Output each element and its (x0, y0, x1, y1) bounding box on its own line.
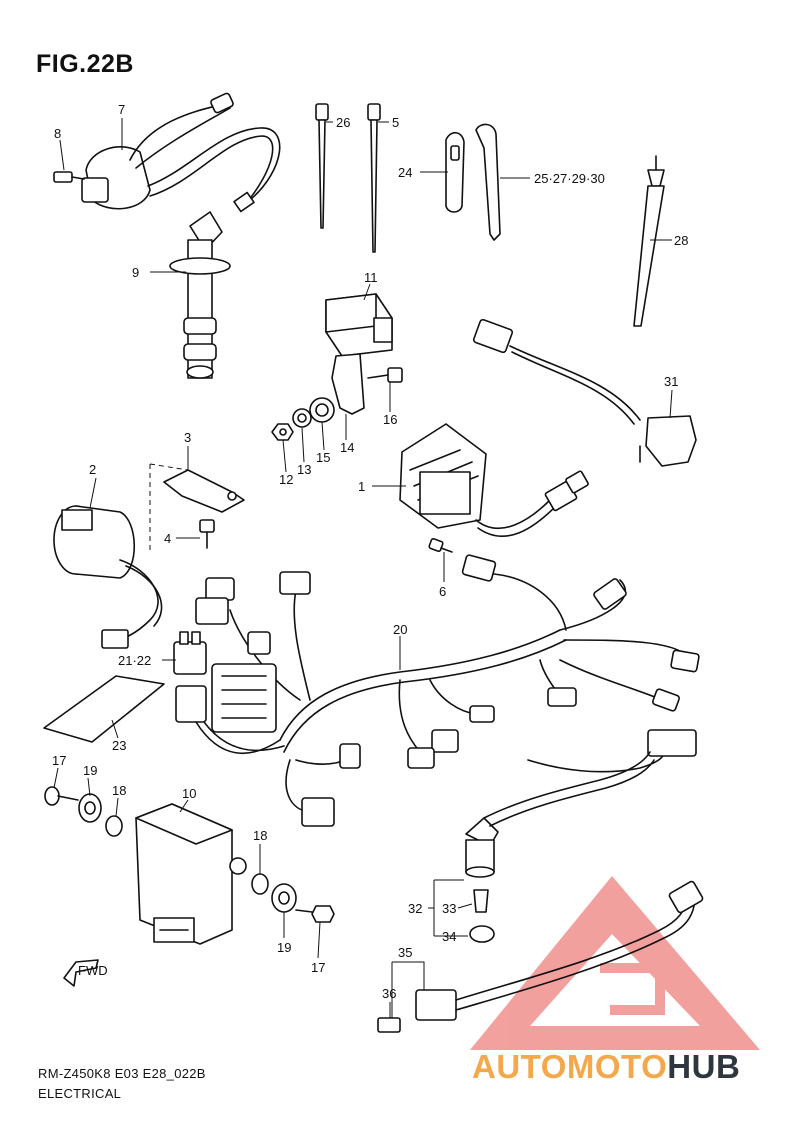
washer-13[interactable] (292, 408, 312, 428)
callout-16: 16 (383, 412, 397, 427)
callout-labels: 7 8 9 26 5 24 25·27·29·30 28 11 16 14 15… (52, 102, 688, 1001)
watermark-logo-icon (470, 876, 760, 1050)
model-code: RM-Z450K8 E03 E28_022B (38, 1066, 206, 1081)
callout-8: 8 (54, 126, 61, 141)
callout-19-right: 19 (277, 940, 291, 955)
watermark-text-dark: HUB (667, 1048, 741, 1085)
sensor-31[interactable] (472, 318, 697, 467)
callout-25-27-29-30: 25·27·29·30 (534, 171, 605, 186)
screw-8[interactable] (53, 171, 85, 183)
capacitor[interactable] (53, 505, 163, 649)
callout-15: 15 (316, 450, 330, 465)
cap-32[interactable] (465, 751, 655, 878)
callout-34: 34 (442, 929, 456, 944)
ignition-coil[interactable] (81, 92, 281, 213)
callout-13: 13 (297, 462, 311, 477)
callout-5: 5 (392, 115, 399, 130)
wiring-harness[interactable] (175, 554, 700, 827)
callout-31: 31 (664, 374, 678, 389)
callout-14: 14 (340, 440, 354, 455)
callout-18-right: 18 (253, 828, 267, 843)
callout-17-right: 17 (311, 960, 325, 975)
bolt-17-left[interactable] (44, 786, 79, 806)
starter-relay[interactable] (325, 293, 393, 357)
callout-23: 23 (112, 738, 126, 753)
spark-plug-cap[interactable] (169, 211, 231, 379)
callout-20: 20 (393, 622, 407, 637)
callout-7: 7 (118, 102, 125, 117)
watermark-text: AUTOMOTOHUB (472, 1048, 740, 1086)
callout-18-left: 18 (112, 783, 126, 798)
callout-9: 9 (132, 265, 139, 280)
clamp-24[interactable] (445, 131, 465, 213)
tape-23[interactable] (43, 675, 165, 743)
collar-18-left[interactable] (105, 815, 123, 837)
callout-21-22: 21·22 (118, 653, 151, 668)
callout-19-left: 19 (83, 763, 97, 778)
fuse-36[interactable] (377, 1017, 401, 1033)
nut-12[interactable] (271, 423, 294, 441)
collar-18-right[interactable] (251, 873, 269, 895)
grommet-19-right[interactable] (271, 883, 297, 913)
watermark-text-orange: AUTOMOTO (472, 1048, 668, 1085)
cable-tie-26[interactable] (315, 103, 329, 229)
bolt-17-right[interactable] (295, 905, 335, 923)
callout-12: 12 (279, 472, 293, 487)
grommet-34[interactable] (469, 925, 495, 943)
bolt-4[interactable] (199, 519, 215, 549)
ecm-unit[interactable] (135, 803, 247, 945)
callout-32: 32 (408, 901, 422, 916)
fwd-label: FWD (78, 963, 108, 978)
clamp-25-27-29-30[interactable] (475, 123, 501, 241)
callout-4: 4 (164, 531, 171, 546)
callout-3: 3 (184, 430, 191, 445)
callout-11: 11 (364, 270, 378, 285)
regulator-rectifier[interactable] (399, 423, 589, 538)
callout-10: 10 (182, 786, 196, 801)
fwd-arrow-icon: FWD (63, 959, 108, 987)
callout-1: 1 (358, 479, 365, 494)
callout-26: 26 (336, 115, 350, 130)
cable-tie-28[interactable] (633, 155, 665, 327)
cable-tie-5[interactable] (367, 103, 381, 253)
seal-33[interactable] (473, 889, 489, 913)
callout-2: 2 (89, 462, 96, 477)
bolt-16[interactable] (367, 367, 403, 383)
callout-6: 6 (439, 584, 446, 599)
callout-24: 24 (398, 165, 412, 180)
relay-bracket[interactable] (331, 353, 365, 415)
callout-28: 28 (674, 233, 688, 248)
figure-title: FIG.22B (36, 50, 134, 78)
section-name: ELECTRICAL (38, 1086, 122, 1101)
leader-lines (53, 118, 673, 1018)
callout-17-left: 17 (52, 753, 66, 768)
callout-35: 35 (398, 945, 412, 960)
grommet-19-left[interactable] (78, 793, 102, 823)
bolt-6[interactable] (428, 538, 453, 553)
callout-36: 36 (382, 986, 396, 1001)
callout-33: 33 (442, 901, 456, 916)
grommet-15[interactable] (309, 397, 335, 423)
fuse-holder-21-22[interactable] (173, 631, 207, 675)
sub-harness-35[interactable] (415, 880, 704, 1021)
